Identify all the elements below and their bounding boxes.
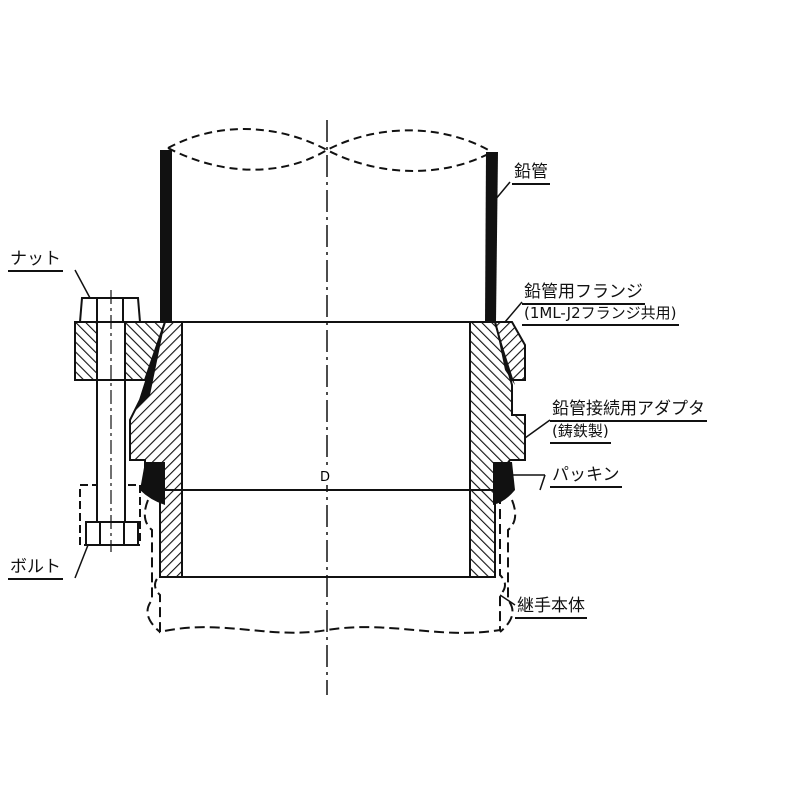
label-bolt: ボルト xyxy=(8,558,63,580)
label-adapter-note: (鋳鉄製) xyxy=(550,422,611,444)
label-nut: ナット xyxy=(8,250,63,272)
pipe-break-line xyxy=(167,128,493,172)
joint-body-outline xyxy=(154,490,506,634)
lead-pipe-right-wall xyxy=(485,152,498,322)
nut xyxy=(78,297,142,323)
label-body: 継手本体 xyxy=(515,597,587,619)
packing-right xyxy=(493,462,515,505)
label-packing: パッキン xyxy=(550,466,622,488)
lead-pipe-left-wall xyxy=(160,150,172,322)
label-flange: 鉛管用フランジ xyxy=(522,283,645,305)
label-diameter: D xyxy=(320,470,331,485)
label-flange-note: (1ML-J2フランジ共用) xyxy=(522,304,679,326)
packing-left xyxy=(140,462,165,505)
label-adapter: 鉛管接続用アダプタ xyxy=(550,400,707,422)
label-lead-pipe: 鉛管 xyxy=(512,163,550,185)
bolt-head xyxy=(85,521,139,546)
